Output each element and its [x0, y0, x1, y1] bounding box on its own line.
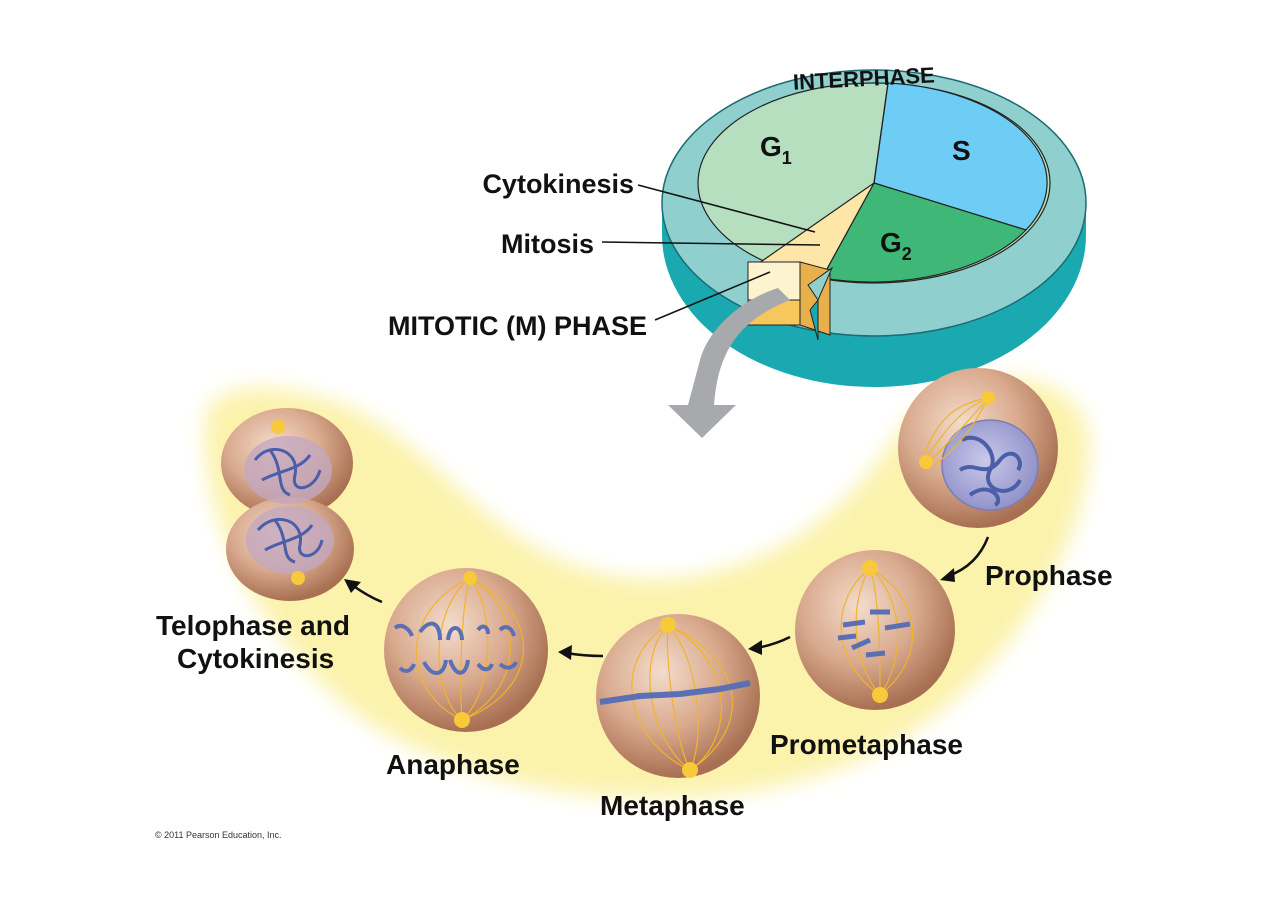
anaphase-cell [384, 568, 548, 732]
prometaphase-label: Prometaphase [770, 729, 963, 760]
callouts: Cytokinesis Mitosis MITOTIC (M) PHASE [388, 169, 821, 341]
s-label: S [952, 135, 971, 166]
cytokinesis-callout: Cytokinesis [482, 169, 634, 199]
g1-subscript: 1 [782, 148, 792, 168]
prometaphase-cell [795, 550, 955, 710]
prophase-label: Prophase [985, 560, 1113, 591]
svg-text:G2: G2 [880, 227, 912, 264]
s-segment [873, 82, 1048, 231]
svg-text:G1: G1 [760, 131, 792, 168]
g2-subscript: 2 [902, 244, 912, 264]
prophase-cell [898, 368, 1058, 528]
telophase-label-line1: Telophase and [156, 610, 350, 641]
anaphase-label: Anaphase [386, 749, 520, 780]
metaphase-cell [596, 614, 760, 778]
g2-label: G [880, 227, 902, 258]
telophase-label-line2: Cytokinesis [177, 643, 334, 674]
mitotic-phase-callout: MITOTIC (M) PHASE [388, 311, 647, 341]
expand-arrow [668, 288, 790, 438]
g1-label: G [760, 131, 782, 162]
cell-cycle-disk: G1 S G2 INTERPHASE [661, 62, 1087, 387]
metaphase-label: Metaphase [600, 790, 745, 821]
g2-segment [821, 182, 1028, 283]
mitosis-callout: Mitosis [501, 229, 594, 259]
copyright: © 2011 Pearson Education, Inc. [155, 830, 282, 840]
telophase-cell [221, 408, 354, 601]
